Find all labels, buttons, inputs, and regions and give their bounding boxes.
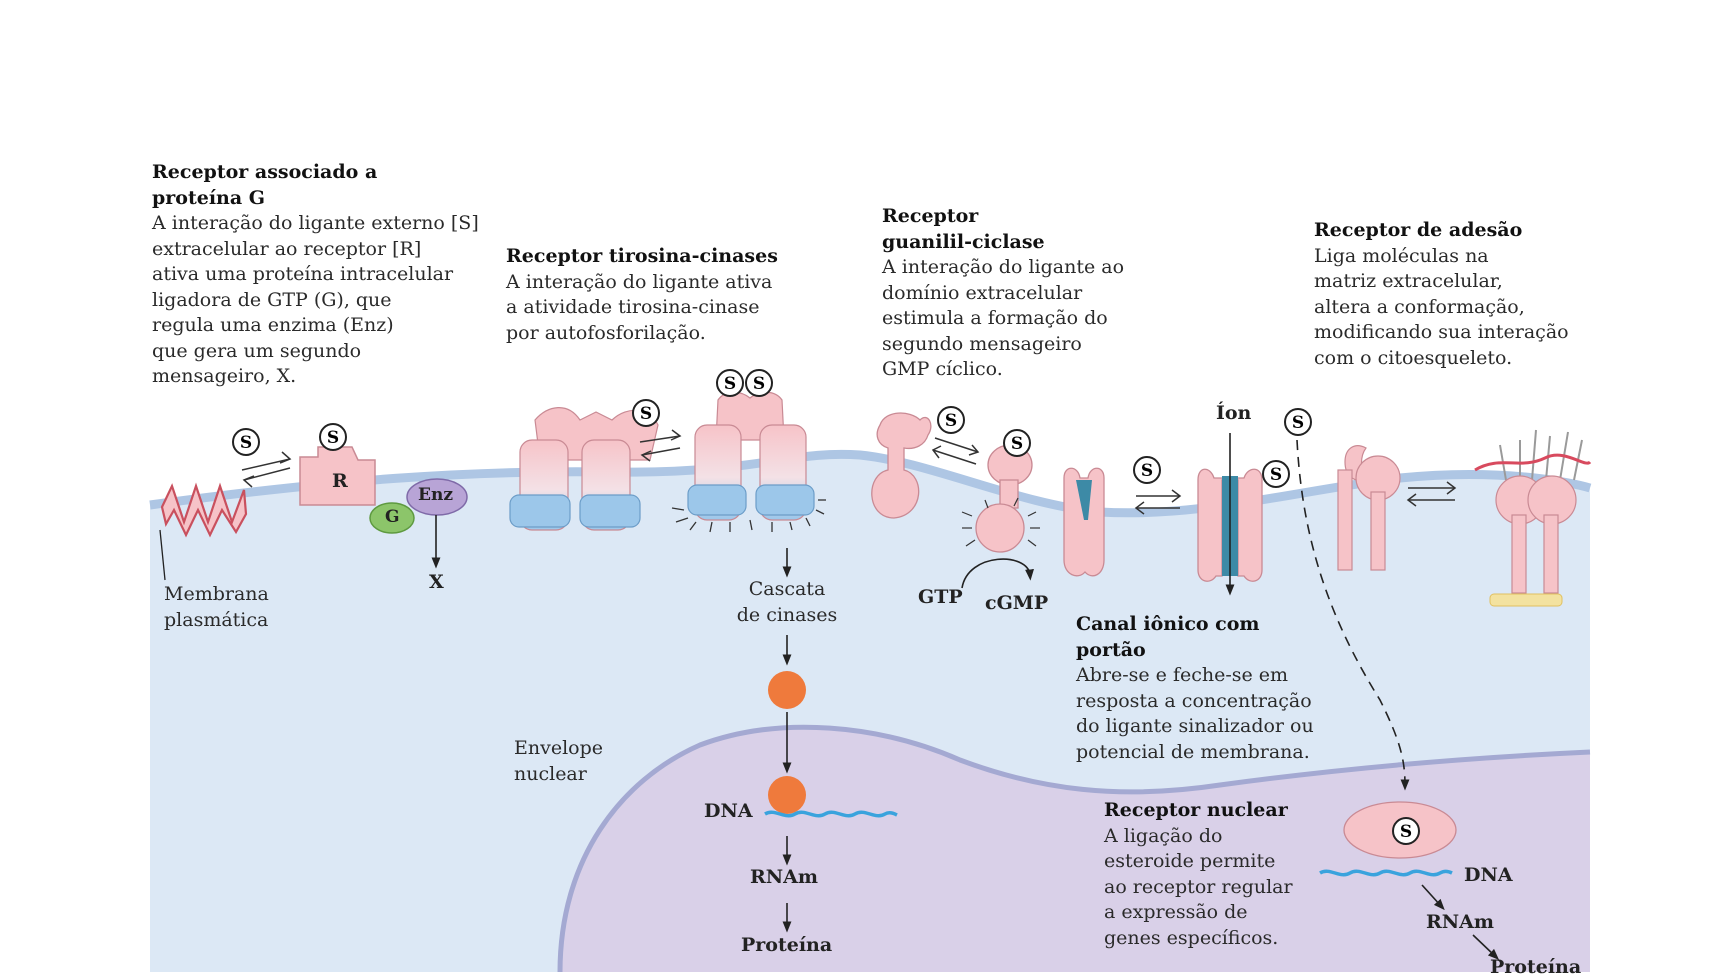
nuclear-dna-to-rnam-arrow xyxy=(1421,884,1445,911)
gtp-cgmp-arrow xyxy=(961,558,1034,589)
nuclear-protein-label: Proteína xyxy=(1490,956,1582,978)
svg-text:S: S xyxy=(753,374,765,394)
svg-text:S: S xyxy=(1141,461,1153,481)
g-label: G xyxy=(385,507,400,527)
ligand-s-badge: S xyxy=(745,369,773,397)
ion-channel-block: Canal iônico com portão Abre-se e feche-… xyxy=(1076,612,1314,765)
adhesion-receptor-inactive xyxy=(1337,445,1401,571)
nuclear-envelope xyxy=(557,724,1591,972)
ligand-s-badge: S xyxy=(1003,429,1031,457)
ion-equilibrium-arrows xyxy=(1134,489,1182,515)
ligand-s-badge: S xyxy=(937,406,965,434)
nuclear-block: Receptor nuclear A ligação do esteroide … xyxy=(1104,798,1293,951)
guanylyl-receptor-inactive xyxy=(871,412,932,519)
ligand-s-badge: S xyxy=(319,423,347,451)
svg-text:S: S xyxy=(1400,822,1412,842)
envelope-label: Envelope nuclear xyxy=(514,737,604,785)
membrane-pointer xyxy=(159,529,166,581)
nucleus xyxy=(560,727,1590,972)
svg-text:S: S xyxy=(327,428,339,448)
r-receptor xyxy=(299,446,376,506)
svg-text:S: S xyxy=(1270,465,1282,485)
nuclear-dna-strand xyxy=(1319,869,1453,877)
enzyme xyxy=(406,478,468,516)
tyrosine-block: Receptor tirosina-cinases A interação do… xyxy=(506,244,778,346)
ligand-s-badge: S xyxy=(1284,408,1312,436)
nuclear-dna-label: DNA xyxy=(1464,864,1513,886)
extracellular-matrix xyxy=(1474,429,1592,481)
ligand-s-badge: S xyxy=(1392,817,1420,845)
adhesion-receptor-active xyxy=(1495,475,1577,594)
ion-channel-description: Abre-se e feche-se em resposta a concent… xyxy=(1076,664,1314,763)
svg-text:S: S xyxy=(945,411,957,431)
nuclear-description: A ligação do esteroide permite ao recept… xyxy=(1104,824,1293,949)
cytoskeleton xyxy=(1489,593,1563,607)
steroid-entry-path xyxy=(1296,439,1410,791)
svg-text:S: S xyxy=(640,404,652,424)
tyrosine-activation-rays xyxy=(671,499,826,533)
center-protein-label: Proteína xyxy=(741,934,833,956)
g-equilibrium-arrows xyxy=(241,451,292,488)
enz-label: Enz xyxy=(418,485,453,505)
r-label: R xyxy=(332,470,348,492)
adhesion-block: Receptor de adesão Liga moléculas na mat… xyxy=(1314,218,1569,371)
ligand-s-badge: S xyxy=(232,428,260,456)
ligand-s-badge: S xyxy=(632,399,660,427)
center-rnam-label: RNAm xyxy=(750,866,819,888)
center-dna-strand xyxy=(764,810,898,818)
svg-text:S: S xyxy=(1292,413,1304,433)
g-protein-description: A interação do ligante externo [S] extra… xyxy=(152,212,479,387)
nuclear-title: Receptor nuclear xyxy=(1104,799,1288,821)
ligand-s-badge: S xyxy=(1133,456,1161,484)
g-protein-coupled-receptor xyxy=(160,482,248,538)
guanylyl-rays xyxy=(961,497,1040,547)
adhesion-equilibrium-arrows xyxy=(1406,481,1457,507)
nuclear-rnam-to-protein-arrow xyxy=(1472,934,1500,960)
svg-text:S: S xyxy=(240,433,252,453)
adhesion-title: Receptor de adesão xyxy=(1314,219,1523,241)
tyrosine-equilibrium-arrows xyxy=(639,429,682,462)
g-protein-title: Receptor associado a proteína G xyxy=(152,161,378,209)
guanylyl-equilibrium-arrows xyxy=(931,437,980,465)
svg-text:S: S xyxy=(1011,434,1023,454)
svg-text:S: S xyxy=(724,374,736,394)
center-dna-label: DNA xyxy=(704,800,753,822)
guanylyl-description: A interação do ligante ao domínio extrac… xyxy=(882,256,1125,380)
g-protein xyxy=(369,502,415,534)
ion-label: Íon xyxy=(1216,402,1252,424)
guanylyl-title: Receptor guanilil-ciclase xyxy=(882,205,1045,253)
tyrosine-description: A interação do ligante ativa a atividade… xyxy=(506,270,773,344)
ligand-s-badge: S xyxy=(1262,460,1290,488)
transcription-factor-dot xyxy=(768,776,806,814)
x-label: X xyxy=(429,571,444,593)
membrane-label: Membrana plasmática xyxy=(164,583,269,631)
guanylyl-block: Receptor guanilil-ciclase A interação do… xyxy=(882,204,1124,383)
kinase-orange-dot xyxy=(768,671,806,709)
tyrosine-title: Receptor tirosina-cinases xyxy=(506,245,778,267)
tyrosine-receptor-inactive xyxy=(509,407,659,531)
cgmp-label: cGMP xyxy=(985,592,1049,614)
ion-channel-title: Canal iônico com portão xyxy=(1076,613,1260,661)
nuclear-rnam-label: RNAm xyxy=(1426,911,1495,933)
ligand-s-badge: S xyxy=(716,369,744,397)
g-protein-block: Receptor associado a proteína G A intera… xyxy=(152,160,479,390)
gtp-label: GTP xyxy=(918,586,963,608)
cascade-label: Cascata de cinases xyxy=(736,578,838,626)
adhesion-description: Liga moléculas na matriz extracelular, a… xyxy=(1314,244,1569,369)
ion-channel-closed xyxy=(1063,467,1105,577)
tyrosine-receptor-active xyxy=(687,391,815,521)
